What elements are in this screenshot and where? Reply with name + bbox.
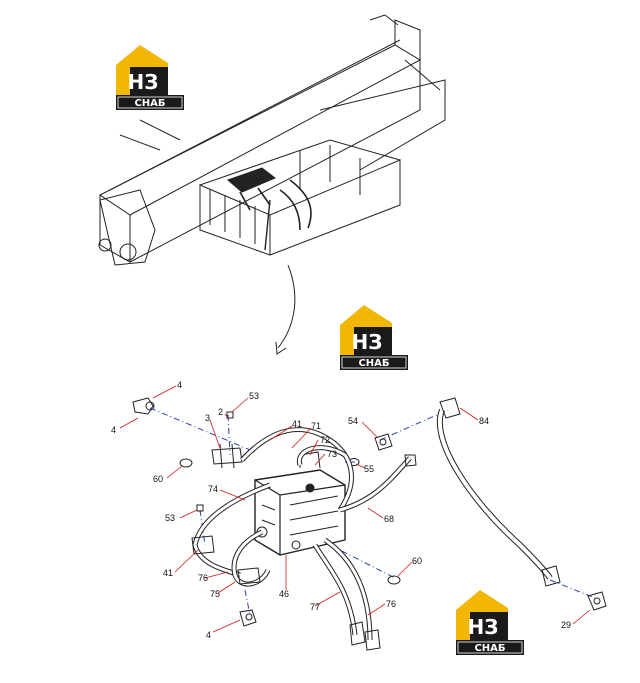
brand-logo: НЗ СНАБ: [339, 304, 409, 371]
callout-label: 73: [327, 449, 337, 459]
brand-logo: НЗ СНАБ: [115, 44, 185, 111]
callout-label: 72: [320, 435, 330, 445]
brand-logo: НЗ СНАБ: [455, 589, 525, 656]
callout-label: 4: [206, 630, 211, 640]
hydraulic-assembly: [132, 397, 607, 651]
callouts: 4 4 3 2 53 41 71 72 73 54 55 84 60 74 53…: [111, 380, 571, 640]
logo-word: СНАБ: [134, 98, 165, 109]
callout-label: 55: [364, 464, 374, 474]
callout-label: 77: [310, 602, 320, 612]
logo-mark: НЗ: [468, 615, 499, 639]
callout-label: 41: [292, 419, 302, 429]
callout-label: 71: [311, 421, 321, 431]
callout-label: 68: [384, 514, 394, 524]
callout-label: 3: [205, 413, 210, 423]
callout-label: 74: [208, 484, 218, 494]
machine-overview: [98, 14, 446, 266]
callout-label: 53: [165, 513, 175, 523]
callout-label: 76: [386, 599, 396, 609]
callout-label: 54: [348, 416, 358, 426]
callout-label: 60: [153, 474, 163, 484]
callout-label: 2: [218, 407, 223, 417]
logo-word: СНАБ: [474, 643, 505, 654]
callout-label: 76: [198, 573, 208, 583]
logo-mark: НЗ: [128, 70, 159, 94]
logo-mark: НЗ: [352, 330, 383, 354]
callout-label: 60: [412, 556, 422, 566]
callout-label: 4: [111, 425, 116, 435]
callout-label: 75: [210, 589, 220, 599]
logo-word: СНАБ: [358, 358, 389, 369]
callout-label: 84: [479, 416, 489, 426]
callout-label: 46: [279, 589, 289, 599]
callout-label: 53: [249, 391, 259, 401]
callout-label: 4: [177, 380, 182, 390]
leader-lines: [119, 385, 591, 633]
callout-label: 41: [163, 568, 173, 578]
callout-label: 29: [561, 620, 571, 630]
arrow-down-icon: [275, 264, 296, 355]
